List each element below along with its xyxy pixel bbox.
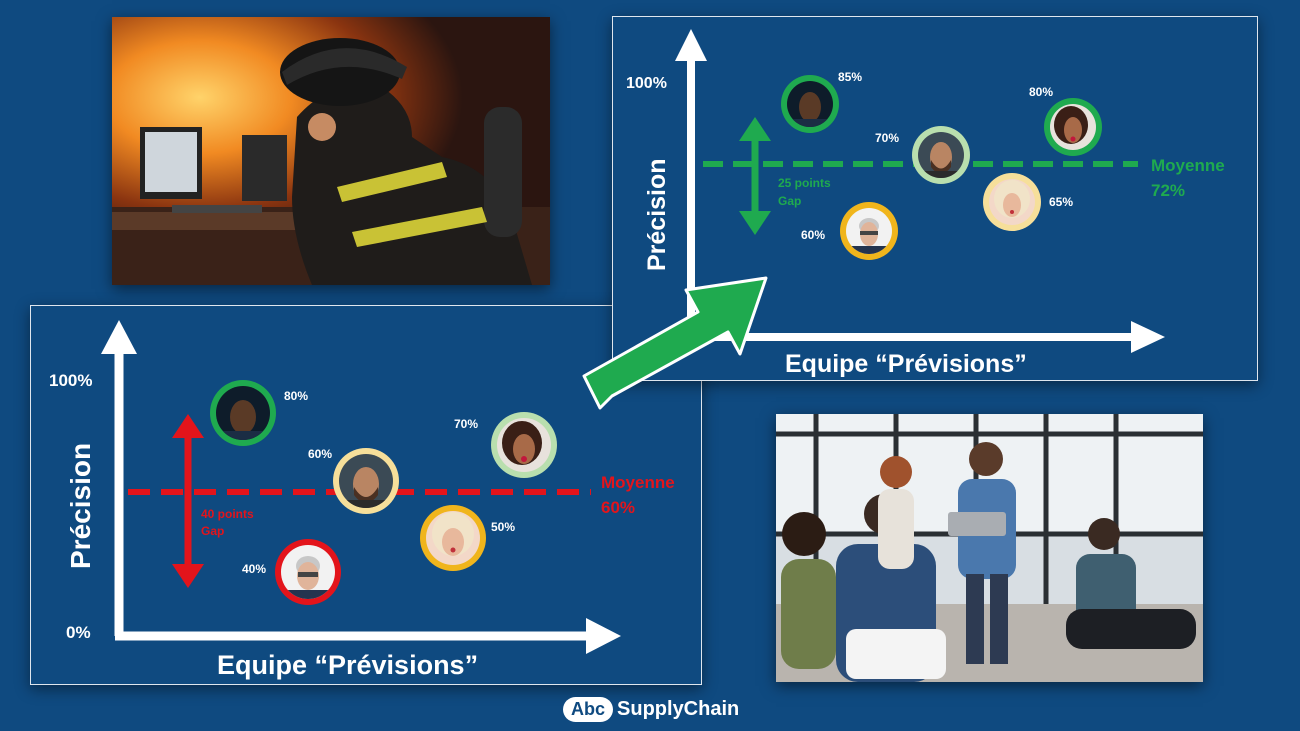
gap-arrow <box>739 117 771 235</box>
y-axis-label: Précision <box>643 158 671 271</box>
y-top-label: 100% <box>626 75 667 92</box>
point-1-pct: 85% <box>838 70 862 84</box>
logo-badge: Abc <box>563 696 614 722</box>
firefighter-photo <box>112 17 550 285</box>
point-3-pct: 80% <box>1029 85 1053 99</box>
point-2-pct: 60% <box>308 447 332 461</box>
x-axis-label: Equipe “Prévisions” <box>217 650 478 680</box>
point-4-pct: 50% <box>491 520 515 534</box>
team-meeting-photo <box>776 414 1203 682</box>
x-axis <box>687 321 1165 353</box>
x-axis <box>115 618 621 654</box>
avatar-point-5 <box>275 539 341 605</box>
avatar-point-4 <box>983 173 1041 231</box>
point-3-pct: 70% <box>454 417 478 431</box>
gap-arrow <box>172 414 204 588</box>
gap-word-label: Gap <box>778 194 801 208</box>
point-5-pct: 60% <box>801 228 825 242</box>
gap-points-label: 40 points <box>201 507 254 521</box>
average-value: 60% <box>601 498 635 517</box>
avatar-point-1 <box>210 380 276 446</box>
chart-panel-after: 100% Précision Equipe “Prévisions” Moyen… <box>612 16 1258 381</box>
transition-arrow <box>582 276 768 410</box>
avatar-point-4 <box>420 505 486 571</box>
y-axis <box>101 320 137 636</box>
point-4-pct: 65% <box>1049 195 1073 209</box>
y-top-label: 100% <box>49 371 92 390</box>
gap-word-label: Gap <box>201 524 224 538</box>
avatar-point-2 <box>333 448 399 514</box>
average-label: Moyenne <box>601 473 675 492</box>
point-2-pct: 70% <box>875 131 899 145</box>
y-axis-label: Précision <box>65 443 96 569</box>
avatar-point-3 <box>1044 98 1102 156</box>
avatar-point-1 <box>781 75 839 133</box>
avatar-point-2 <box>912 126 970 184</box>
avatar-point-5 <box>840 202 898 260</box>
gap-points-label: 25 points <box>778 176 831 190</box>
avatar-point-3 <box>491 412 557 478</box>
average-value: 72% <box>1151 181 1185 200</box>
y-bottom-label: 0% <box>66 623 91 642</box>
logo-text: SupplyChain <box>617 697 740 720</box>
point-5-pct: 40% <box>242 562 266 576</box>
average-label: Moyenne <box>1151 156 1225 175</box>
point-1-pct: 80% <box>284 389 308 403</box>
x-axis-label: Equipe “Prévisions” <box>785 350 1027 378</box>
chart-panel-before: 100% 0% Précision Equipe “Prévisions” Mo… <box>30 305 702 685</box>
brand-logo: Abc SupplyChain <box>563 694 739 724</box>
